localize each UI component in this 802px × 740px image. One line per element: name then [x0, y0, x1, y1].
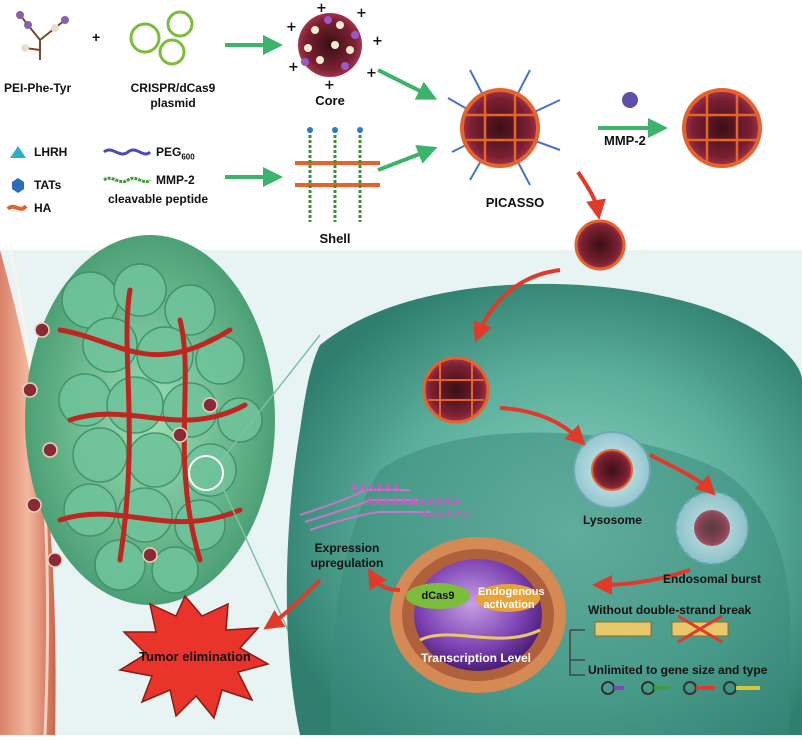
legend-peg-subscript: 600 — [181, 152, 195, 162]
tumor-elimination-label: Tumor elimination — [139, 649, 251, 664]
endogenous-activator — [476, 584, 540, 612]
plasmid-label-line1: CRISPR/dCas9 — [130, 81, 216, 95]
mmp2-enzyme-icon — [622, 92, 638, 108]
plus-sign: + — [92, 29, 101, 45]
lhrh-icon — [10, 146, 26, 158]
core-charge-sign: + — [372, 34, 383, 49]
nucleus — [390, 537, 566, 693]
dcas9-label: dCas9 — [421, 590, 455, 602]
cleaved-particle — [682, 88, 762, 168]
tumor-tissue — [25, 235, 275, 605]
expression-label-line1: Expression — [314, 541, 380, 555]
gene-constructs — [569, 614, 760, 695]
tats-icon — [12, 178, 24, 193]
legend-lhrh: LHRH — [34, 145, 68, 159]
polymer-label: PEI-Phe-Tyr — [4, 81, 72, 95]
legend-mmp2-peptide: cleavable peptide — [108, 192, 209, 206]
red-arrows — [263, 170, 716, 630]
legend-peg-text: PEG — [156, 145, 182, 159]
mrna-label-1: AAAAAA — [350, 482, 401, 494]
without-dsb-label: Without double-strand break — [588, 603, 752, 617]
plasmid-icon — [129, 10, 194, 66]
unlimited-label: Unlimited to gene size and type — [588, 663, 768, 677]
tumor-elimination-burst — [117, 594, 270, 720]
legend-ha: HA — [34, 201, 52, 215]
picasso-label: PICASSO — [485, 195, 545, 210]
shell-structure — [295, 127, 380, 222]
mmp2-label: MMP-2 — [604, 133, 646, 148]
mmp2-peptide-icon — [103, 176, 152, 184]
endogenous-label-line1: Endogenous — [478, 586, 545, 598]
core-label: Core — [315, 93, 345, 108]
mrna-label-3: AAAAAA — [410, 496, 461, 508]
picasso-particle — [447, 69, 561, 186]
core-charge-sign: + — [356, 6, 367, 21]
shell-label: Shell — [319, 231, 351, 246]
core-charge-sign: + — [288, 60, 299, 75]
pei-polymer-icon — [19, 14, 66, 60]
endosomal-burst-label: Endosomal burst — [662, 572, 761, 586]
core-charge-sign: + — [324, 78, 335, 93]
peg-icon — [103, 148, 152, 156]
core-particle — [298, 13, 362, 77]
ha-icon — [6, 204, 28, 211]
core-charge-sign: + — [316, 1, 327, 16]
plasmid-label-line2: plasmid — [150, 96, 196, 110]
mrna-strands — [299, 489, 430, 531]
dcas9-protein — [406, 583, 470, 609]
mrna-label-4: AAAAAA — [420, 509, 471, 521]
legend-tats: TATs — [34, 178, 62, 192]
cell-entry-nanoparticle — [422, 356, 490, 424]
vessel-nanoparticles — [22, 322, 218, 568]
transcription-level-label: Transcription Level — [420, 651, 532, 665]
mrna-label-2: AAAAAA — [366, 496, 417, 508]
legend-mmp2: MMP-2 — [156, 173, 195, 187]
endogenous-label-line2: activation — [483, 599, 535, 611]
blood-vessel — [0, 250, 56, 735]
green-arrows — [225, 35, 668, 187]
targeting-particle — [574, 219, 626, 271]
core-charge-sign: + — [366, 66, 377, 81]
core-charge-sign: + — [286, 20, 297, 35]
legend-peg: PEG600 — [156, 145, 195, 162]
lysosome-label: Lysosome — [583, 513, 642, 527]
expression-label-line2: upregulation — [310, 556, 384, 570]
